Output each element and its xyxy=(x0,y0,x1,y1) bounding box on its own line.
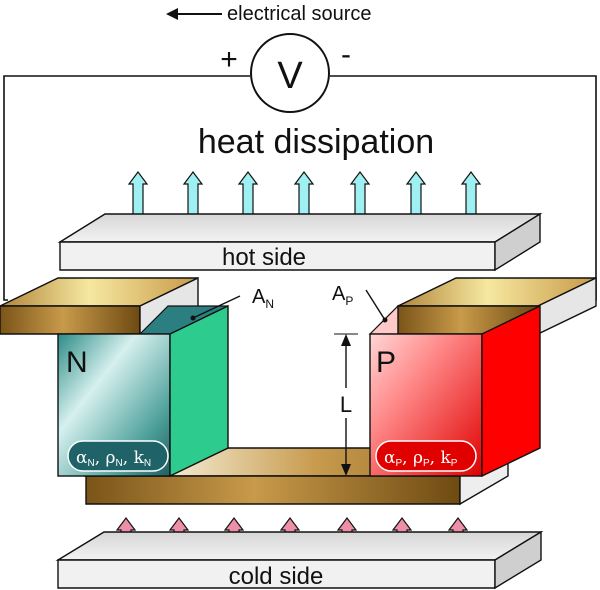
n-k: k xyxy=(134,448,145,468)
voltmeter-circle xyxy=(250,33,330,113)
ap-label: AP xyxy=(332,283,353,308)
n-alpha-sub: N xyxy=(87,458,94,469)
left-arrow-icon xyxy=(166,8,222,20)
cold-side-label: cold side xyxy=(229,563,324,590)
minus-sign: - xyxy=(341,38,351,71)
p-alpha: α xyxy=(384,448,396,468)
hot-side-label: hot side xyxy=(222,244,306,271)
ap-leader-line xyxy=(365,289,386,321)
cold-side-plate xyxy=(55,530,544,590)
hot-arrow-group xyxy=(127,171,482,229)
voltmeter-symbol: V xyxy=(277,55,303,97)
length-label-bg xyxy=(334,388,358,418)
p-k: k xyxy=(440,448,451,468)
heat-dissipation-label: heat dissipation xyxy=(198,123,434,161)
n-rho: ρ xyxy=(106,448,116,468)
p-properties-badge: αP, ρP, kP xyxy=(375,440,477,472)
an-leader-line xyxy=(192,295,241,319)
p-letter: P xyxy=(376,346,396,379)
svg-text:αN, ρN, kN: αN, ρN, kN xyxy=(76,448,151,469)
p-rho-sub: P xyxy=(423,458,430,469)
svg-text:αP, ρP, kP: αP, ρP, kP xyxy=(384,448,458,469)
n-letter: N xyxy=(66,346,88,379)
p-rho: ρ xyxy=(413,448,423,468)
an-leader-dot xyxy=(190,315,196,321)
an-label: AN xyxy=(252,286,274,311)
ap-leader-dot xyxy=(382,317,388,323)
n-rho-sub: N xyxy=(116,458,123,469)
n-side-face xyxy=(169,304,229,478)
source-label: electrical source xyxy=(227,3,372,25)
p-side-face xyxy=(481,304,541,478)
n-alpha: α xyxy=(76,448,88,468)
plus-sign: + xyxy=(220,43,238,76)
hot-side-plate xyxy=(57,212,543,272)
p-alpha-sub: P xyxy=(395,458,402,469)
length-label: L xyxy=(340,392,352,417)
p-k-sub: P xyxy=(451,458,458,469)
n-properties-badge: αN, ρN, kN xyxy=(67,440,169,472)
n-k-sub: N xyxy=(144,458,151,469)
